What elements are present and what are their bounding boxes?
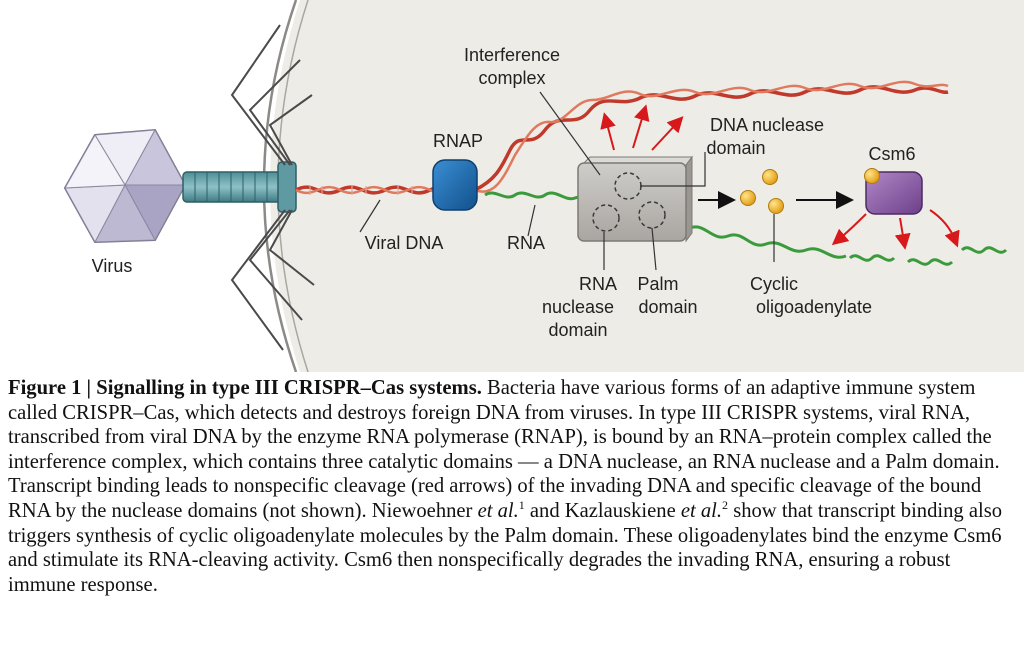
caption-text-3: show that transcript binding also trigge… [8, 499, 1003, 596]
caption-ref-1: 1 [518, 498, 525, 513]
virus-tail-rings [194, 172, 268, 202]
label-rnap: RNAP [433, 131, 483, 151]
dna-cleavage-arrows [600, 104, 684, 151]
csm6-enzyme [865, 171, 923, 215]
virus-tail-fibers [230, 24, 315, 351]
label-rna-nuclease-2: nuclease [542, 297, 614, 317]
interference-complex [577, 155, 693, 243]
viral-dna-helix [295, 80, 949, 195]
palm-site [638, 201, 666, 229]
caption-etal-2: et al. [680, 499, 723, 522]
label-rna: RNA [507, 233, 545, 253]
caption-ref-2: 2 [722, 498, 729, 513]
rna-strand-tail [689, 225, 847, 259]
label-palm-1: Palm [637, 274, 678, 294]
label-cyclic-1: Cyclic [750, 274, 798, 294]
label-rna-nuclease-1: RNA [579, 274, 617, 294]
label-dna-nuclease-2: domain [706, 138, 765, 158]
label-virus: Virus [92, 256, 133, 276]
label-viral-dna: Viral DNA [365, 233, 444, 253]
rnap-enzyme [432, 159, 478, 211]
label-csm6: Csm6 [868, 144, 915, 164]
label-rna-nuclease-3: domain [548, 320, 607, 340]
virus-capsid [63, 128, 187, 244]
rna-nuclease-site [592, 204, 620, 232]
leader-lines [359, 91, 775, 271]
caption-text-1: Bacteria have various forms of an adapti… [8, 377, 1000, 522]
label-interference-complex-2: complex [478, 68, 545, 88]
label-cyclic-2: oligoadenylate [756, 297, 872, 317]
label-dna-nuclease-1: DNA nuclease [710, 115, 824, 135]
label-interference-complex-1: Interference [464, 45, 560, 65]
figure-caption: Figure 1 | Signalling in type III CRISPR… [8, 376, 1018, 597]
figure-illustration: Virus Viral DNA RNAP RNA Interference co… [63, 0, 1024, 372]
virus-baseplate [277, 161, 297, 213]
label-palm-2: domain [638, 297, 697, 317]
virus-tail [182, 171, 284, 203]
caption-etal-1: et al. [477, 499, 519, 522]
cyclic-oligoadenylate-molecules [740, 169, 784, 214]
caption-text-2: and Kazlauskiene [524, 499, 681, 522]
degraded-rna-fragments [848, 246, 1008, 266]
bound-oligoadenylate [864, 168, 880, 184]
rna-cleavage-arrows [831, 209, 960, 250]
caption-title: Figure 1 | Signalling in type III CRISPR… [8, 377, 482, 399]
